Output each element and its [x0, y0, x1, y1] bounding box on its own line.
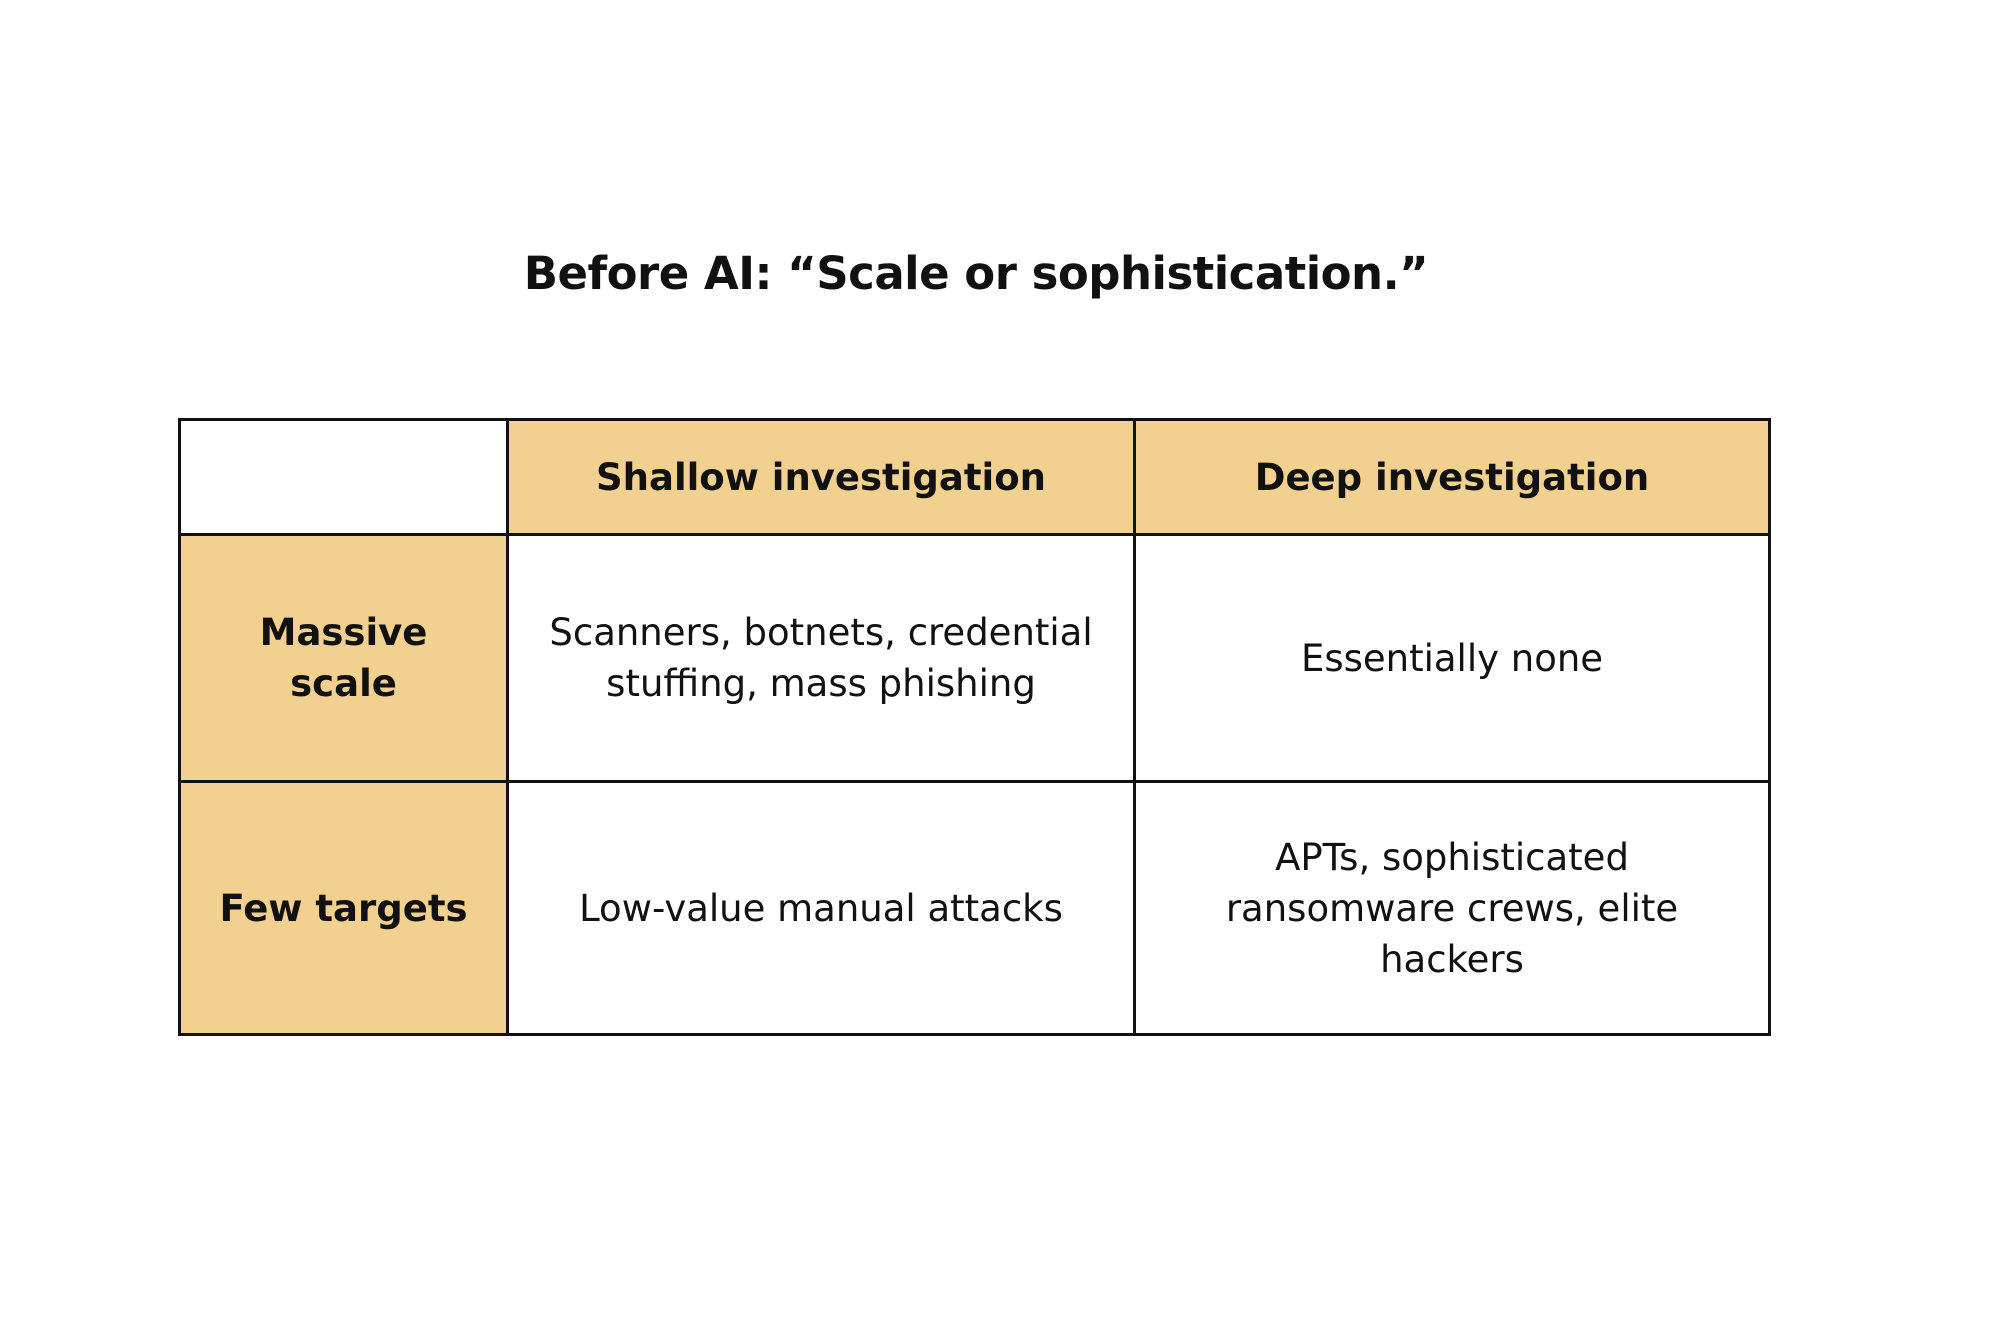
- cell-massive-scale-shallow: Scanners, botnets, credential stuffing, …: [506, 533, 1136, 783]
- column-header-deep-investigation: Deep investigation: [1133, 418, 1771, 536]
- page-title: Before AI: “Scale or sophistication.”: [523, 247, 1429, 300]
- header-row: Shallow investigation Deep investigation: [178, 418, 1771, 536]
- table-row: Massive scale Scanners, botnets, credent…: [178, 533, 1771, 783]
- cell-massive-scale-deep: Essentially none: [1133, 533, 1771, 783]
- cell-few-targets-shallow: Low-value manual attacks: [506, 780, 1136, 1036]
- empty-corner-cell: [178, 418, 509, 536]
- table-row: Few targets Low-value manual attacks APT…: [178, 780, 1771, 1036]
- row-header-massive-scale: Massive scale: [178, 533, 509, 783]
- row-header-few-targets: Few targets: [178, 780, 509, 1036]
- scale-sophistication-matrix: Shallow investigation Deep investigation…: [178, 418, 1771, 1036]
- column-header-shallow-investigation: Shallow investigation: [506, 418, 1136, 536]
- cell-few-targets-deep: APTs, sophisticated ransomware crews, el…: [1133, 780, 1771, 1036]
